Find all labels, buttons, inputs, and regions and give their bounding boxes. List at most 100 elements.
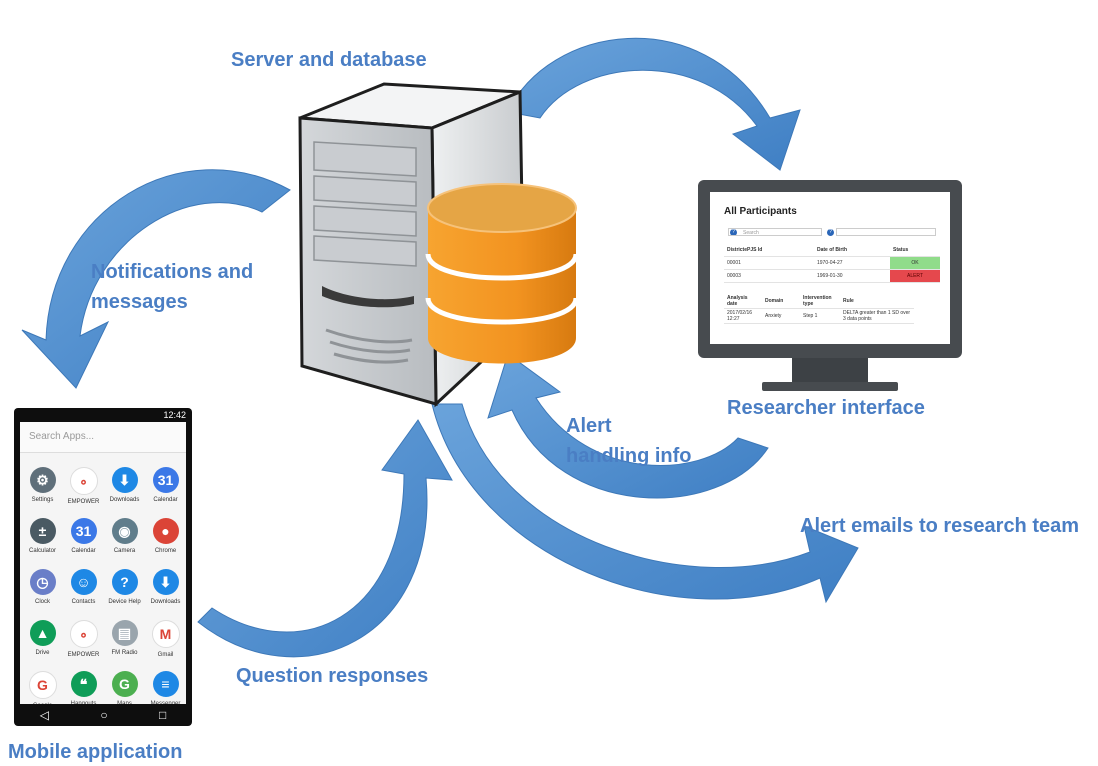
- app-label: EMPOWER: [67, 652, 100, 658]
- app-label: Clock: [34, 599, 50, 605]
- app-item[interactable]: G Google: [22, 665, 63, 704]
- app-item[interactable]: ⚙ Settings: [22, 461, 63, 512]
- app-search-input[interactable]: Search Apps...: [20, 422, 186, 453]
- analysis-rule: DELTA greater than 1 SD over 3 data poin…: [840, 308, 914, 324]
- app-item[interactable]: ∘EMPOWER: [63, 461, 104, 512]
- mobile-phone: 12:42 Search Apps... ⚙ Settings ∘EMPOWER ⬇ D…: [14, 408, 192, 726]
- column-header[interactable]: Status: [890, 244, 940, 257]
- settings-icon: ⚙: [29, 467, 56, 493]
- app-label: Downloads: [109, 497, 140, 503]
- label-server: Server and database: [231, 49, 427, 71]
- gmail-icon: M: [151, 620, 180, 648]
- researcher-interface-screen: All Participants ? Search ? DistrictePJS…: [710, 192, 950, 344]
- column-header: Date of Birth: [814, 244, 890, 257]
- intervention-type: Step 1: [800, 308, 840, 324]
- participant-filter-select[interactable]: [836, 228, 936, 236]
- app-item[interactable]: ▤FM Radio: [104, 614, 145, 665]
- google-icon: G: [28, 671, 57, 699]
- app-item[interactable]: ❝ Hangouts: [63, 665, 104, 704]
- arrow-server-to-emails: [431, 403, 859, 604]
- table-header-row: DistrictePJS Id Date of Birth Status: [724, 244, 940, 257]
- app-item[interactable]: ●Chrome: [145, 512, 186, 563]
- arrow-server-to-phone: [21, 169, 291, 389]
- calculator-icon: ±: [29, 518, 56, 544]
- back-icon[interactable]: ◁: [39, 708, 49, 722]
- analysis-date: 2017/02/16 12:27: [724, 308, 762, 324]
- app-item[interactable]: ⬇ Downloads: [104, 461, 145, 512]
- app-item[interactable]: ?Device Help: [104, 563, 145, 614]
- table-row[interactable]: 2017/02/16 12:27 Anxiety Step 1 DELTA gr…: [724, 308, 914, 324]
- help-icon: ?: [730, 229, 737, 236]
- app-label: Settings: [31, 497, 54, 503]
- app-label: Device Help: [108, 599, 141, 605]
- column-header: Rule: [840, 294, 914, 309]
- contacts-icon: ☺: [70, 569, 97, 595]
- app-item[interactable]: M Gmail: [145, 614, 186, 665]
- label-alert-1: Alert: [566, 415, 612, 437]
- home-icon[interactable]: ○: [100, 708, 108, 722]
- app-item[interactable]: ≡Messenger: [145, 665, 186, 704]
- status-badge: ALERT: [890, 269, 940, 283]
- label-researcher: Researcher interface: [727, 397, 925, 419]
- calendar-icon: 31: [152, 467, 179, 493]
- app-item[interactable]: ☺ Contacts: [63, 563, 104, 614]
- camera-icon: ◉: [111, 518, 138, 544]
- app-label: Drive: [35, 650, 50, 656]
- hangouts-icon: ❝: [70, 671, 97, 697]
- app-label: Camera: [113, 548, 136, 554]
- participant-dob: 1969-01-30: [814, 269, 890, 283]
- participant-search-input[interactable]: Search: [728, 228, 822, 236]
- table-row[interactable]: 00003 1969-01-30 ALERT: [724, 269, 940, 283]
- app-label: Messenger: [150, 701, 181, 704]
- label-mobile: Mobile application: [8, 741, 183, 763]
- app-drawer: Search Apps... ⚙ Settings ∘EMPOWER ⬇ Downloa…: [20, 422, 186, 704]
- app-item[interactable]: ◷ Clock: [22, 563, 63, 614]
- app-label: EMPOWER: [67, 499, 100, 505]
- participant-id: 00003: [724, 269, 814, 283]
- participants-table: DistrictePJS Id Date of Birth Status 000…: [724, 244, 940, 283]
- calendar-icon: 31: [70, 518, 97, 544]
- help-icon: ?: [827, 229, 834, 236]
- column-header: Domain: [762, 294, 800, 309]
- app-label: Google: [22, 702, 63, 704]
- label-alert-2: handling info: [566, 445, 692, 467]
- participant-id: 00001: [724, 256, 814, 270]
- app-label: Maps: [117, 701, 132, 704]
- column-header: Analysis date: [724, 294, 762, 309]
- app-label: Gmail: [157, 652, 174, 658]
- app-label: Chrome: [154, 548, 177, 554]
- app-item[interactable]: ▲Drive: [22, 614, 63, 665]
- app-label: Hangouts: [70, 701, 97, 704]
- column-header: Intervention type: [800, 294, 840, 309]
- participant-dob: 1970-04-27: [814, 256, 890, 270]
- phone-status-bar: 12:42: [14, 408, 192, 422]
- app-item[interactable]: ∘EMPOWER: [63, 614, 104, 665]
- table-row[interactable]: 00001 1970-04-27 OK: [724, 256, 940, 270]
- app-item[interactable]: ◉ Camera: [104, 512, 145, 563]
- app-label: Calculator: [28, 548, 56, 554]
- label-responses: Question responses: [236, 665, 429, 687]
- app-item[interactable]: ⬇ Downloads: [145, 563, 186, 614]
- downloads-icon: ⬇: [111, 467, 138, 493]
- app-label: Contacts: [71, 599, 96, 605]
- phone-nav-bar: ◁ ○ □: [14, 704, 192, 726]
- arrow-server-to-researcher: [507, 38, 801, 171]
- table-header-row: Analysis date Domain Intervention type R…: [724, 294, 914, 309]
- participants-title: All Participants: [724, 206, 797, 217]
- label-emails: Alert emails to research team: [800, 515, 1080, 537]
- arrow-researcher-to-server: [487, 353, 769, 499]
- app-label: Downloads: [150, 599, 181, 605]
- arrow-phone-to-server: [197, 419, 453, 658]
- label-notifications-2: messages: [91, 291, 188, 313]
- clock-icon: ◷: [29, 569, 56, 595]
- downloads-icon: ⬇: [152, 569, 179, 595]
- app-item[interactable]: ± Calculator: [22, 512, 63, 563]
- app-label: Calendar: [71, 548, 96, 554]
- recents-icon[interactable]: □: [159, 708, 167, 722]
